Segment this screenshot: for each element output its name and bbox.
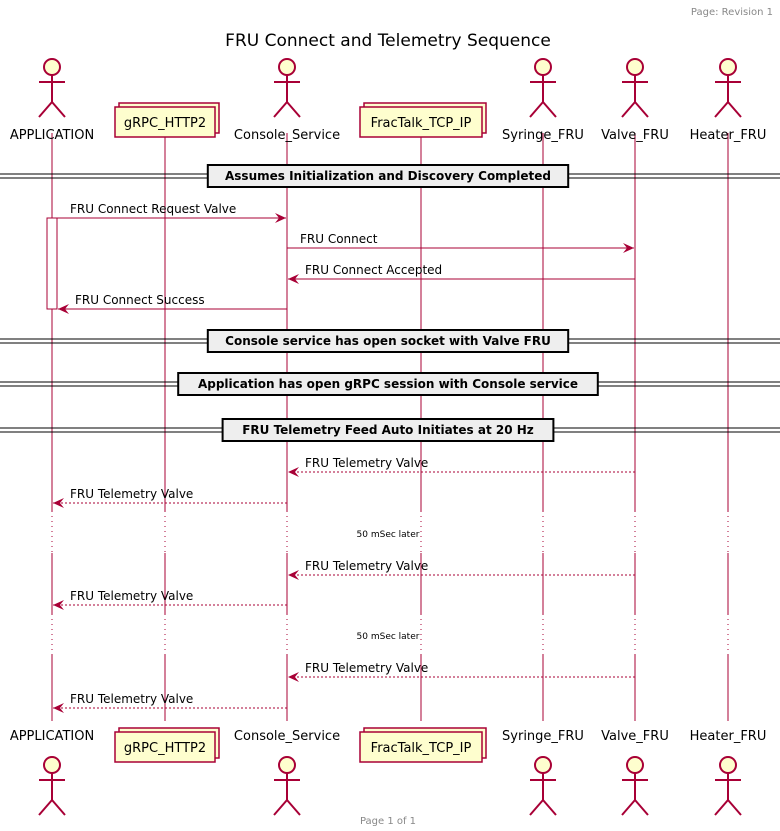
- actor-head-icon: [43, 58, 61, 76]
- message-label: FRU Telemetry Valve: [305, 559, 428, 573]
- message-arrow: FRU Telemetry Valve: [53, 692, 287, 713]
- message-arrow: FRU Connect Success: [58, 293, 287, 314]
- participant-label: Heater_FRU: [690, 729, 767, 744]
- message-arrow: FRU Telemetry Valve: [288, 661, 635, 682]
- participant-label: Syringe_FRU: [502, 128, 584, 143]
- actor-head-icon: [278, 58, 296, 76]
- collections-box: [359, 731, 483, 763]
- actor-head-icon: [719, 756, 737, 774]
- participant-label: Valve_FRU: [601, 128, 669, 143]
- divider-box: [177, 372, 599, 396]
- message-arrow: FRU Connect: [287, 232, 634, 253]
- divider-box: [206, 164, 570, 188]
- message-arrow: FRU Telemetry Valve: [53, 487, 287, 508]
- message-label: FRU Connect Success: [75, 293, 205, 307]
- divider-band: Console service has open socket with Val…: [0, 329, 780, 353]
- actor-body-icon: [273, 773, 301, 816]
- divider-label: Assumes Initialization and Discovery Com…: [225, 169, 551, 183]
- participant-valve-bottom: Valve_FRU: [601, 729, 669, 816]
- message-label: FRU Connect Accepted: [305, 263, 442, 277]
- message-label: FRU Telemetry Valve: [305, 456, 428, 470]
- collections-box: [359, 106, 483, 138]
- participant-label: Heater_FRU: [690, 128, 767, 143]
- participant-app-bottom: APPLICATION: [10, 729, 94, 816]
- delay-label: 50 mSec later: [357, 632, 420, 642]
- header-text: Page: Revision 1: [691, 7, 773, 18]
- footer-text: Page 1 of 1: [360, 816, 416, 827]
- participant-heater-top: Heater_FRU: [690, 58, 767, 143]
- divider-box: [221, 418, 555, 442]
- participant-label: Console_Service: [234, 729, 340, 744]
- actor-body-icon: [38, 773, 66, 816]
- collections-box: [114, 731, 216, 763]
- collections-box: [114, 106, 216, 138]
- message-arrow: FRU Connect Accepted: [288, 263, 635, 284]
- participant-label: Syringe_FRU: [502, 729, 584, 744]
- participant-syringe-bottom: Syringe_FRU: [502, 729, 584, 816]
- message-arrow: FRU Telemetry Valve: [288, 559, 635, 580]
- delay-label: 50 mSec later: [357, 530, 420, 540]
- participant-app-top: APPLICATION: [10, 58, 94, 143]
- participant-label: FracTalk_TCP_IP: [371, 741, 472, 756]
- participant-label: gRPC_HTTP2: [124, 741, 206, 756]
- divider-band: FRU Telemetry Feed Auto Initiates at 20 …: [0, 418, 780, 442]
- message-arrow: FRU Connect Request Valve: [57, 202, 286, 223]
- participant-grpc-bottom: gRPC_HTTP2: [114, 727, 220, 763]
- participant-fractalk-bottom: FracTalk_TCP_IP: [359, 727, 487, 763]
- actor-body-icon: [714, 75, 742, 118]
- actor-head-icon: [534, 58, 552, 76]
- activation-bar: [46, 217, 58, 310]
- actor-head-icon: [534, 756, 552, 774]
- actor-body-icon: [714, 773, 742, 816]
- participant-heater-bottom: Heater_FRU: [690, 729, 767, 816]
- divider-label: Application has open gRPC session with C…: [198, 377, 578, 391]
- participant-label: Valve_FRU: [601, 729, 669, 744]
- participant-fractalk-top: FracTalk_TCP_IP: [359, 102, 487, 138]
- actor-head-icon: [719, 58, 737, 76]
- actor-body-icon: [529, 773, 557, 816]
- actor-body-icon: [621, 773, 649, 816]
- participant-grpc-top: gRPC_HTTP2: [114, 102, 220, 138]
- actor-body-icon: [529, 75, 557, 118]
- message-label: FRU Connect Request Valve: [70, 202, 236, 216]
- actor-body-icon: [38, 75, 66, 118]
- participant-valve-top: Valve_FRU: [601, 58, 669, 143]
- message-label: FRU Connect: [300, 232, 378, 246]
- message-arrow: FRU Telemetry Valve: [288, 456, 635, 477]
- divider-label: FRU Telemetry Feed Auto Initiates at 20 …: [242, 423, 534, 437]
- actor-head-icon: [626, 756, 644, 774]
- participant-label: Console_Service: [234, 128, 340, 143]
- participant-console-top: Console_Service: [234, 58, 340, 143]
- message-arrow: FRU Telemetry Valve: [53, 589, 287, 610]
- actor-head-icon: [278, 756, 296, 774]
- participant-label: FracTalk_TCP_IP: [371, 116, 472, 131]
- participant-label: gRPC_HTTP2: [124, 116, 206, 131]
- actor-body-icon: [621, 75, 649, 118]
- divider-box: [206, 329, 570, 353]
- divider-band: Assumes Initialization and Discovery Com…: [0, 164, 780, 188]
- message-label: FRU Telemetry Valve: [70, 692, 193, 706]
- message-label: FRU Telemetry Valve: [305, 661, 428, 675]
- divider-label: Console service has open socket with Val…: [225, 334, 551, 348]
- message-label: FRU Telemetry Valve: [70, 589, 193, 603]
- diagram-title: FRU Connect and Telemetry Sequence: [225, 31, 551, 51]
- actor-head-icon: [43, 756, 61, 774]
- divider-band: Application has open gRPC session with C…: [0, 372, 780, 396]
- participant-syringe-top: Syringe_FRU: [502, 58, 584, 143]
- participant-console-bottom: Console_Service: [234, 729, 340, 816]
- actor-body-icon: [273, 75, 301, 118]
- participant-label: APPLICATION: [10, 729, 94, 744]
- message-label: FRU Telemetry Valve: [70, 487, 193, 501]
- participant-label: APPLICATION: [10, 128, 94, 143]
- actor-head-icon: [626, 58, 644, 76]
